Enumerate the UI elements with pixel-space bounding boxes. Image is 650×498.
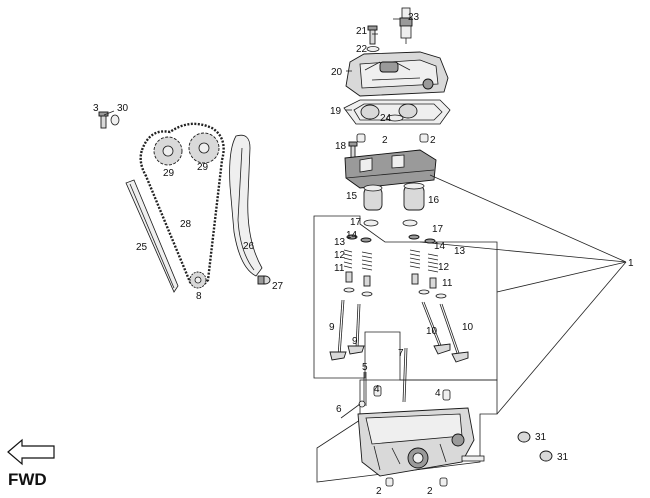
callout-12-left: 12 bbox=[334, 250, 346, 261]
callout-14-left: 14 bbox=[346, 230, 358, 241]
camshaft-sprocket-exhaust bbox=[188, 132, 220, 164]
cover-gasket bbox=[343, 99, 451, 125]
cover-bolt bbox=[367, 25, 378, 45]
camshaft-sprocket-intake bbox=[153, 136, 183, 166]
callout-leaders bbox=[103, 18, 400, 419]
callout-1: 1 bbox=[628, 258, 634, 269]
blind-plug bbox=[517, 431, 553, 462]
callout-19: 19 bbox=[330, 106, 342, 117]
dowel-pin bbox=[356, 133, 429, 143]
cylinder-head-cover bbox=[345, 51, 449, 97]
callout-2-lower-left: 2 bbox=[376, 486, 382, 497]
callout-2-upper-right: 2 bbox=[430, 135, 436, 146]
callout-10-left: 10 bbox=[426, 326, 438, 337]
callout-20: 20 bbox=[331, 67, 343, 78]
tensioner-pivot-bolt bbox=[257, 275, 271, 285]
rocker-tappet-left bbox=[363, 184, 383, 211]
callout-31-lower: 31 bbox=[557, 452, 569, 463]
callout-24: 24 bbox=[380, 113, 392, 124]
callout-30: 30 bbox=[117, 103, 129, 114]
exhaust-valve-assembly bbox=[408, 234, 469, 363]
callout-7: 7 bbox=[398, 348, 404, 359]
chain-guide bbox=[125, 179, 179, 293]
bottom-dowel-pin bbox=[385, 477, 448, 487]
callout-2-upper-left: 2 bbox=[382, 135, 388, 146]
callout-10-right: 10 bbox=[462, 322, 474, 333]
callout-14-right: 14 bbox=[434, 241, 446, 252]
callout-23: 23 bbox=[408, 12, 420, 23]
crankshaft-sprocket bbox=[189, 271, 207, 289]
callout-11-left: 11 bbox=[334, 263, 345, 274]
callout-3: 3 bbox=[93, 103, 99, 114]
callout-16: 16 bbox=[428, 195, 440, 206]
stud-seal bbox=[358, 400, 366, 408]
timing-chain bbox=[139, 122, 225, 288]
plug-seal bbox=[386, 114, 404, 122]
callout-9-left: 9 bbox=[329, 322, 335, 333]
callout-31-upper: 31 bbox=[535, 432, 547, 443]
camshaft-holder bbox=[344, 149, 437, 189]
callout-17-right: 17 bbox=[432, 224, 444, 235]
callout-8: 8 bbox=[196, 291, 202, 302]
callout-29-right: 29 bbox=[197, 162, 209, 173]
valve-shim bbox=[363, 219, 418, 227]
rocker-tappet-right bbox=[403, 182, 425, 211]
forward-arrow-icon bbox=[7, 438, 55, 466]
callout-29-left: 29 bbox=[163, 168, 175, 179]
callout-27: 27 bbox=[272, 281, 284, 292]
callout-11-right: 11 bbox=[442, 278, 453, 289]
callout-21: 21 bbox=[356, 26, 368, 37]
callout-4-right: 4 bbox=[435, 388, 441, 399]
forward-direction-label: FWD bbox=[8, 470, 47, 489]
callout-25: 25 bbox=[136, 242, 148, 253]
chain-tensioner-slide bbox=[229, 134, 263, 277]
head-stud-long bbox=[402, 347, 408, 403]
cylinder-head-frame bbox=[316, 379, 498, 483]
cylinder-head bbox=[357, 407, 485, 477]
head-stud-short bbox=[363, 372, 367, 406]
callout-28: 28 bbox=[180, 219, 192, 230]
tensioner-bolt bbox=[98, 111, 120, 129]
spark-plug bbox=[399, 7, 413, 44]
callout-15: 15 bbox=[346, 191, 358, 202]
callout-18: 18 bbox=[335, 141, 347, 152]
callout-17-left: 17 bbox=[350, 217, 362, 228]
part-1-leaders bbox=[419, 174, 627, 415]
head-dowel-pin bbox=[373, 385, 451, 401]
callout-13-right: 13 bbox=[454, 246, 466, 257]
callout-labels: 23 21 22 20 19 24 2 2 18 15 16 17 17 13 … bbox=[93, 12, 634, 497]
callout-13-left: 13 bbox=[334, 237, 346, 248]
callout-22: 22 bbox=[356, 44, 368, 55]
callout-12-right: 12 bbox=[438, 262, 450, 273]
callout-26: 26 bbox=[243, 241, 255, 252]
callout-4-left: 4 bbox=[374, 384, 380, 395]
callout-2-lower-right: 2 bbox=[427, 486, 433, 497]
bolt-washer bbox=[366, 46, 380, 52]
callout-6: 6 bbox=[336, 404, 342, 415]
callout-5: 5 bbox=[362, 362, 368, 373]
callout-9-right: 9 bbox=[352, 336, 358, 347]
intake-valve-assembly bbox=[329, 234, 373, 361]
